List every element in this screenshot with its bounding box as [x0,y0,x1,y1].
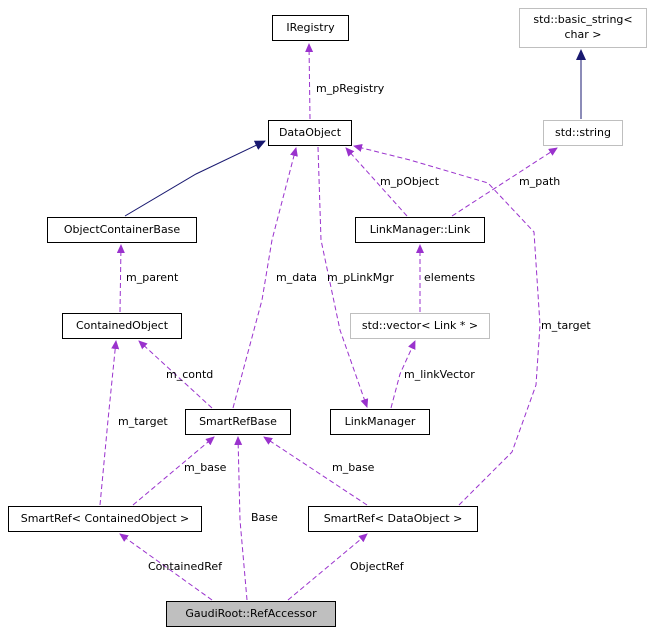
edge-group: m_pRegistry m_parent m_pObject m_path m_data… [99,43,591,601]
edge-label-m_target: m_target [541,319,591,332]
edge-label-m_pLinkMgr: m_pLinkMgr [327,271,394,284]
edge-label-m_linkVector: m_linkVector [404,368,475,381]
node-smartrefbase[interactable]: SmartRefBase [185,409,291,435]
edge-smartrefbase-containedobject [138,340,213,409]
edge-label-Base: Base [251,511,278,524]
node-std-string: std::string [543,120,623,146]
node-linkmanager[interactable]: LinkManager [330,409,430,435]
edge-label-m_target: m_target [118,415,168,428]
edge-label-elements: elements [424,271,475,284]
node-dataobject[interactable]: DataObject [268,120,352,146]
node-std-vector-link: std::vector< Link * > [350,313,490,339]
edge-dataobject-iregistry [305,43,314,120]
node-smartref-containedobject[interactable]: SmartRef< ContainedObject > [8,506,202,532]
edge-linkmanager-std-vector-link [390,340,416,409]
edge-smartrefbase-dataobject [232,147,298,409]
node-objectcontainerbase[interactable]: ObjectContainerBase [47,217,197,243]
edge-label-m_contd: m_contd [166,368,213,381]
node-linkmanager-link[interactable]: LinkManager::Link [355,217,485,243]
edge-gaudiroot-refaccessor-smartref-containedobject [119,533,213,601]
node-gaudiroot-refaccessor: GaudiRoot::RefAccessor [166,601,336,627]
edge-label-m_base: m_base [332,461,375,474]
edge-smartref-dataobject-dataobject [353,144,541,506]
edge-smartref-containedobject-smartrefbase [132,436,215,506]
edge-label-ObjectRef: ObjectRef [350,560,405,573]
edge-label-m_pObject: m_pObject [380,175,440,188]
edge-objectcontainerbase-dataobject [124,140,266,217]
edge-linkmanager-link-dataobject [345,147,408,217]
edge-containedobject-objectcontainerbase [116,244,125,313]
node-iregistry[interactable]: IRegistry [272,15,349,41]
edge-linkmanager-link-std-string [451,147,558,217]
edge-smartref-dataobject-smartrefbase [263,436,368,506]
edge-label-m_base: m_base [184,461,227,474]
node-smartref-dataobject[interactable]: SmartRef< DataObject > [308,506,478,532]
edge-dataobject-linkmanager [317,146,369,408]
edge-label-m_data: m_data [276,271,317,284]
edge-gaudiroot-refaccessor-smartrefbase [234,436,248,601]
edge-label-m_path: m_path [519,175,560,188]
edge-label-m_parent: m_parent [126,271,179,284]
node-containedobject[interactable]: ContainedObject [62,313,182,339]
edge-smartref-containedobject-containedobject [99,340,120,506]
edge-gaudiroot-refaccessor-smartref-dataobject [287,533,368,601]
edge-label-ContainedRef: ContainedRef [148,560,223,573]
node-std-basic-string: std::basic_string< char > [519,8,647,48]
edge-label-m_pRegistry: m_pRegistry [316,82,385,95]
